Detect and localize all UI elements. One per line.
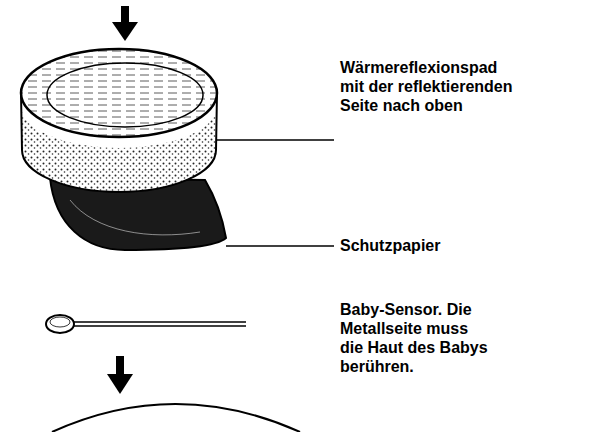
leader-line [226, 245, 334, 247]
down-arrow [112, 6, 138, 41]
part-label: Wärmereflexionspad mit der reflektierend… [340, 58, 518, 115]
down-arrow [107, 356, 133, 394]
leader-line [217, 139, 334, 141]
baby-sensor [46, 315, 246, 333]
baby-skin [52, 404, 300, 432]
part-label: Schutzpapier [340, 236, 540, 255]
part-label: Baby-Sensor. Die Metallseite muss die Ha… [340, 300, 490, 376]
